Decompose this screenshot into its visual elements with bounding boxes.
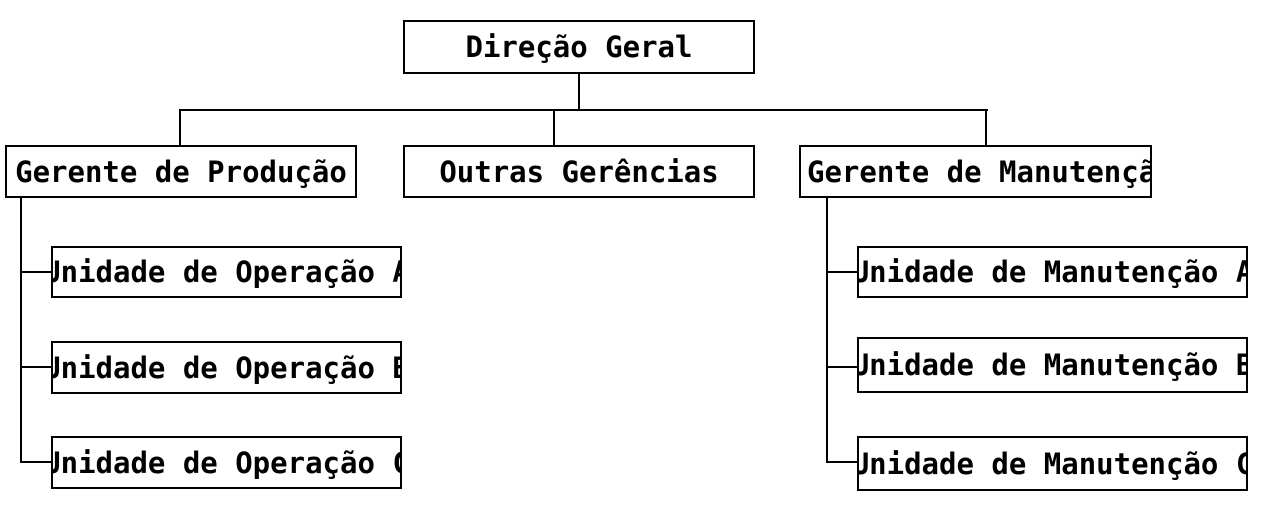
connector-manager-bus <box>179 109 988 111</box>
maintenance-unit-c-box: Unidade de Manutenção C <box>857 436 1248 491</box>
connector-maintenance-unit-a <box>826 271 858 273</box>
maintenance-unit-b-box: Unidade de Manutenção B <box>857 337 1248 393</box>
production-manager-box: Gerente de Produção <box>5 145 357 198</box>
connector-other-drop <box>553 109 555 146</box>
maintenance-unit-a-box: Unidade de Manutenção A <box>857 246 1248 298</box>
maintenance-manager-box: Gerente de Manutenção <box>799 145 1152 198</box>
production-unit-b-box: Unidade de Operação B <box>51 341 402 394</box>
root-box: Direção Geral <box>403 20 755 74</box>
connector-production-unit-a <box>20 271 52 273</box>
connector-production-unit-b <box>20 366 52 368</box>
connector-maintenance-unit-b <box>826 366 858 368</box>
connector-production-unit-c <box>20 461 52 463</box>
connector-root-down <box>578 73 580 111</box>
connector-production-drop <box>179 109 181 146</box>
production-unit-a-box: Unidade de Operação A <box>51 246 402 298</box>
production-unit-c-box: Unidade de Operação C <box>51 436 402 489</box>
other-managers-box: Outras Gerências <box>403 145 755 198</box>
connector-maintenance-unit-c <box>826 461 858 463</box>
connector-maintenance-trunk <box>826 196 828 462</box>
connector-maintenance-drop <box>985 109 987 146</box>
connector-production-trunk <box>20 196 22 462</box>
